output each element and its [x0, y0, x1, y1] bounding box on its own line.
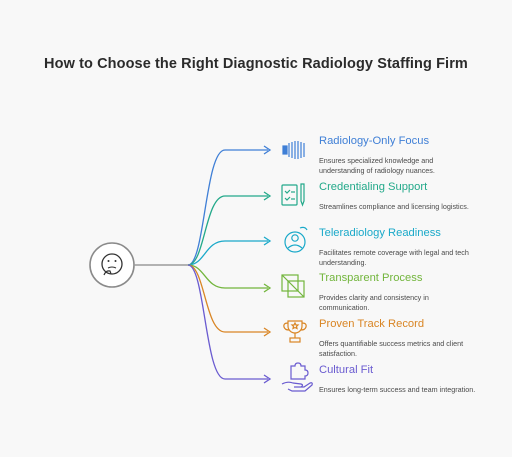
item-title-radiology-only-focus: Radiology-Only Focus: [319, 135, 430, 147]
item-title-teleradiology-readiness: Teleradiology Readiness: [319, 227, 441, 239]
branch-2: [187, 191, 272, 266]
item-desc-cultural-fit: Ensures long-term success and team integ…: [319, 385, 476, 394]
trophy-icon: [283, 320, 307, 343]
diagram-title: How to Choose the Right Diagnostic Radio…: [44, 56, 468, 72]
branch-3: [187, 236, 272, 266]
transparent-layers-icon: [281, 274, 305, 298]
branch-5: [187, 264, 272, 337]
thinking-face-icon: [89, 242, 135, 288]
checklist-pen-icon: [281, 183, 305, 207]
item-desc-credentialing-support: Streamlines compliance and licensing log…: [319, 202, 469, 211]
item-desc-transparent-process: Provides clarity and consistency in comm…: [319, 293, 429, 312]
item-title-credentialing-support: Credentialing Support: [319, 181, 428, 193]
branch-4: [187, 264, 272, 293]
item-desc-radiology-only-focus: Ensures specialized knowledge and unders…: [319, 156, 435, 175]
remote-doctor-icon: [284, 226, 308, 253]
item-title-proven-track-record: Proven Track Record: [319, 318, 425, 330]
item-desc-teleradiology-readiness: Facilitates remote coverage with legal a…: [319, 248, 469, 267]
branch-1: [187, 145, 272, 266]
branch-6: [187, 264, 272, 384]
item-title-transparent-process: Transparent Process: [319, 272, 423, 284]
item-desc-proven-track-record: Offers quantifiable success metrics and …: [319, 339, 464, 358]
item-title-cultural-fit: Cultural Fit: [319, 364, 374, 376]
puzzle-hand-icon: [281, 362, 313, 392]
radiology-beam-icon: [282, 141, 305, 159]
